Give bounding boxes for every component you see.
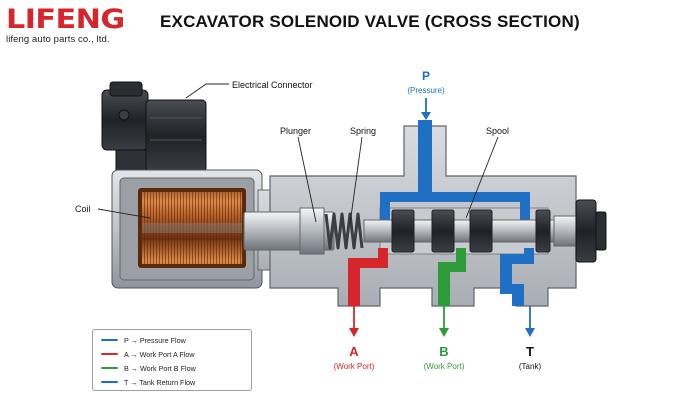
pressure-flow-channel xyxy=(380,120,534,306)
port-a: A (Work Port) xyxy=(334,306,375,371)
port-b: B (Work Port) xyxy=(424,306,465,371)
brand-name: LIFENG xyxy=(6,4,125,35)
electrical-connector xyxy=(101,81,207,173)
legend-item-pressure: P → Pressure Flow xyxy=(101,333,243,347)
label-plunger: Plunger xyxy=(280,126,311,136)
spring xyxy=(324,212,364,250)
port-t-letter: T xyxy=(526,344,534,359)
legend-swatch-tank-return xyxy=(101,380,118,384)
port-b-name: (Work Port) xyxy=(424,362,465,371)
work-port-a-channel xyxy=(348,248,388,306)
legend-item-work-port-a: A → Work Port A Flow xyxy=(101,347,243,361)
legend-label-work-port-b: B → Work Port B Flow xyxy=(124,363,196,373)
port-p-name: (Pressure) xyxy=(407,86,445,95)
port-p: P (Pressure) xyxy=(407,69,445,120)
spool xyxy=(363,209,555,253)
port-b-arrowhead xyxy=(439,328,449,337)
legend-label-pressure: P → Pressure Flow xyxy=(124,335,186,345)
port-t: T (Tank) xyxy=(519,306,542,371)
label-electrical-connector: Electrical Connector xyxy=(232,80,313,90)
flow-legend: P → Pressure Flow A → Work Port A Flow B… xyxy=(92,329,252,391)
brand-logo: LIFENG lifeng auto parts co., ltd. xyxy=(6,6,125,45)
port-t-arrowhead xyxy=(525,328,535,337)
coil-winding xyxy=(138,188,246,268)
legend-item-tank-return: T → Tank Return Flow xyxy=(101,375,243,389)
plunger-rod xyxy=(243,207,335,255)
label-spring: Spring xyxy=(350,126,376,136)
label-spool: Spool xyxy=(486,126,509,136)
port-a-arrowhead xyxy=(349,328,359,337)
page-title: EXCAVATOR SOLENOID VALVE (CROSS SECTION) xyxy=(160,12,580,31)
legend-swatch-pressure xyxy=(101,338,118,342)
legend-item-work-port-b: B → Work Port B Flow xyxy=(101,361,243,375)
port-t-name: (Tank) xyxy=(519,362,542,371)
callout-lines xyxy=(97,83,499,225)
port-p-arrowhead xyxy=(421,112,431,120)
port-a-letter: A xyxy=(349,344,359,359)
page-header: LIFENG lifeng auto parts co., ltd. EXCAV… xyxy=(0,0,700,46)
port-b-letter: B xyxy=(439,344,448,359)
end-nut xyxy=(553,199,607,263)
brand-tagline: lifeng auto parts co., ltd. xyxy=(6,34,110,45)
port-p-letter: P xyxy=(422,69,430,83)
work-port-b-channel xyxy=(438,248,466,306)
legend-label-tank-return: T → Tank Return Flow xyxy=(124,377,196,387)
port-a-name: (Work Port) xyxy=(334,362,375,371)
legend-label-work-port-a: A → Work Port A Flow xyxy=(124,349,195,359)
legend-swatch-work-port-a xyxy=(101,352,118,356)
legend-swatch-work-port-b xyxy=(101,366,118,370)
label-coil: Coil xyxy=(75,204,91,214)
